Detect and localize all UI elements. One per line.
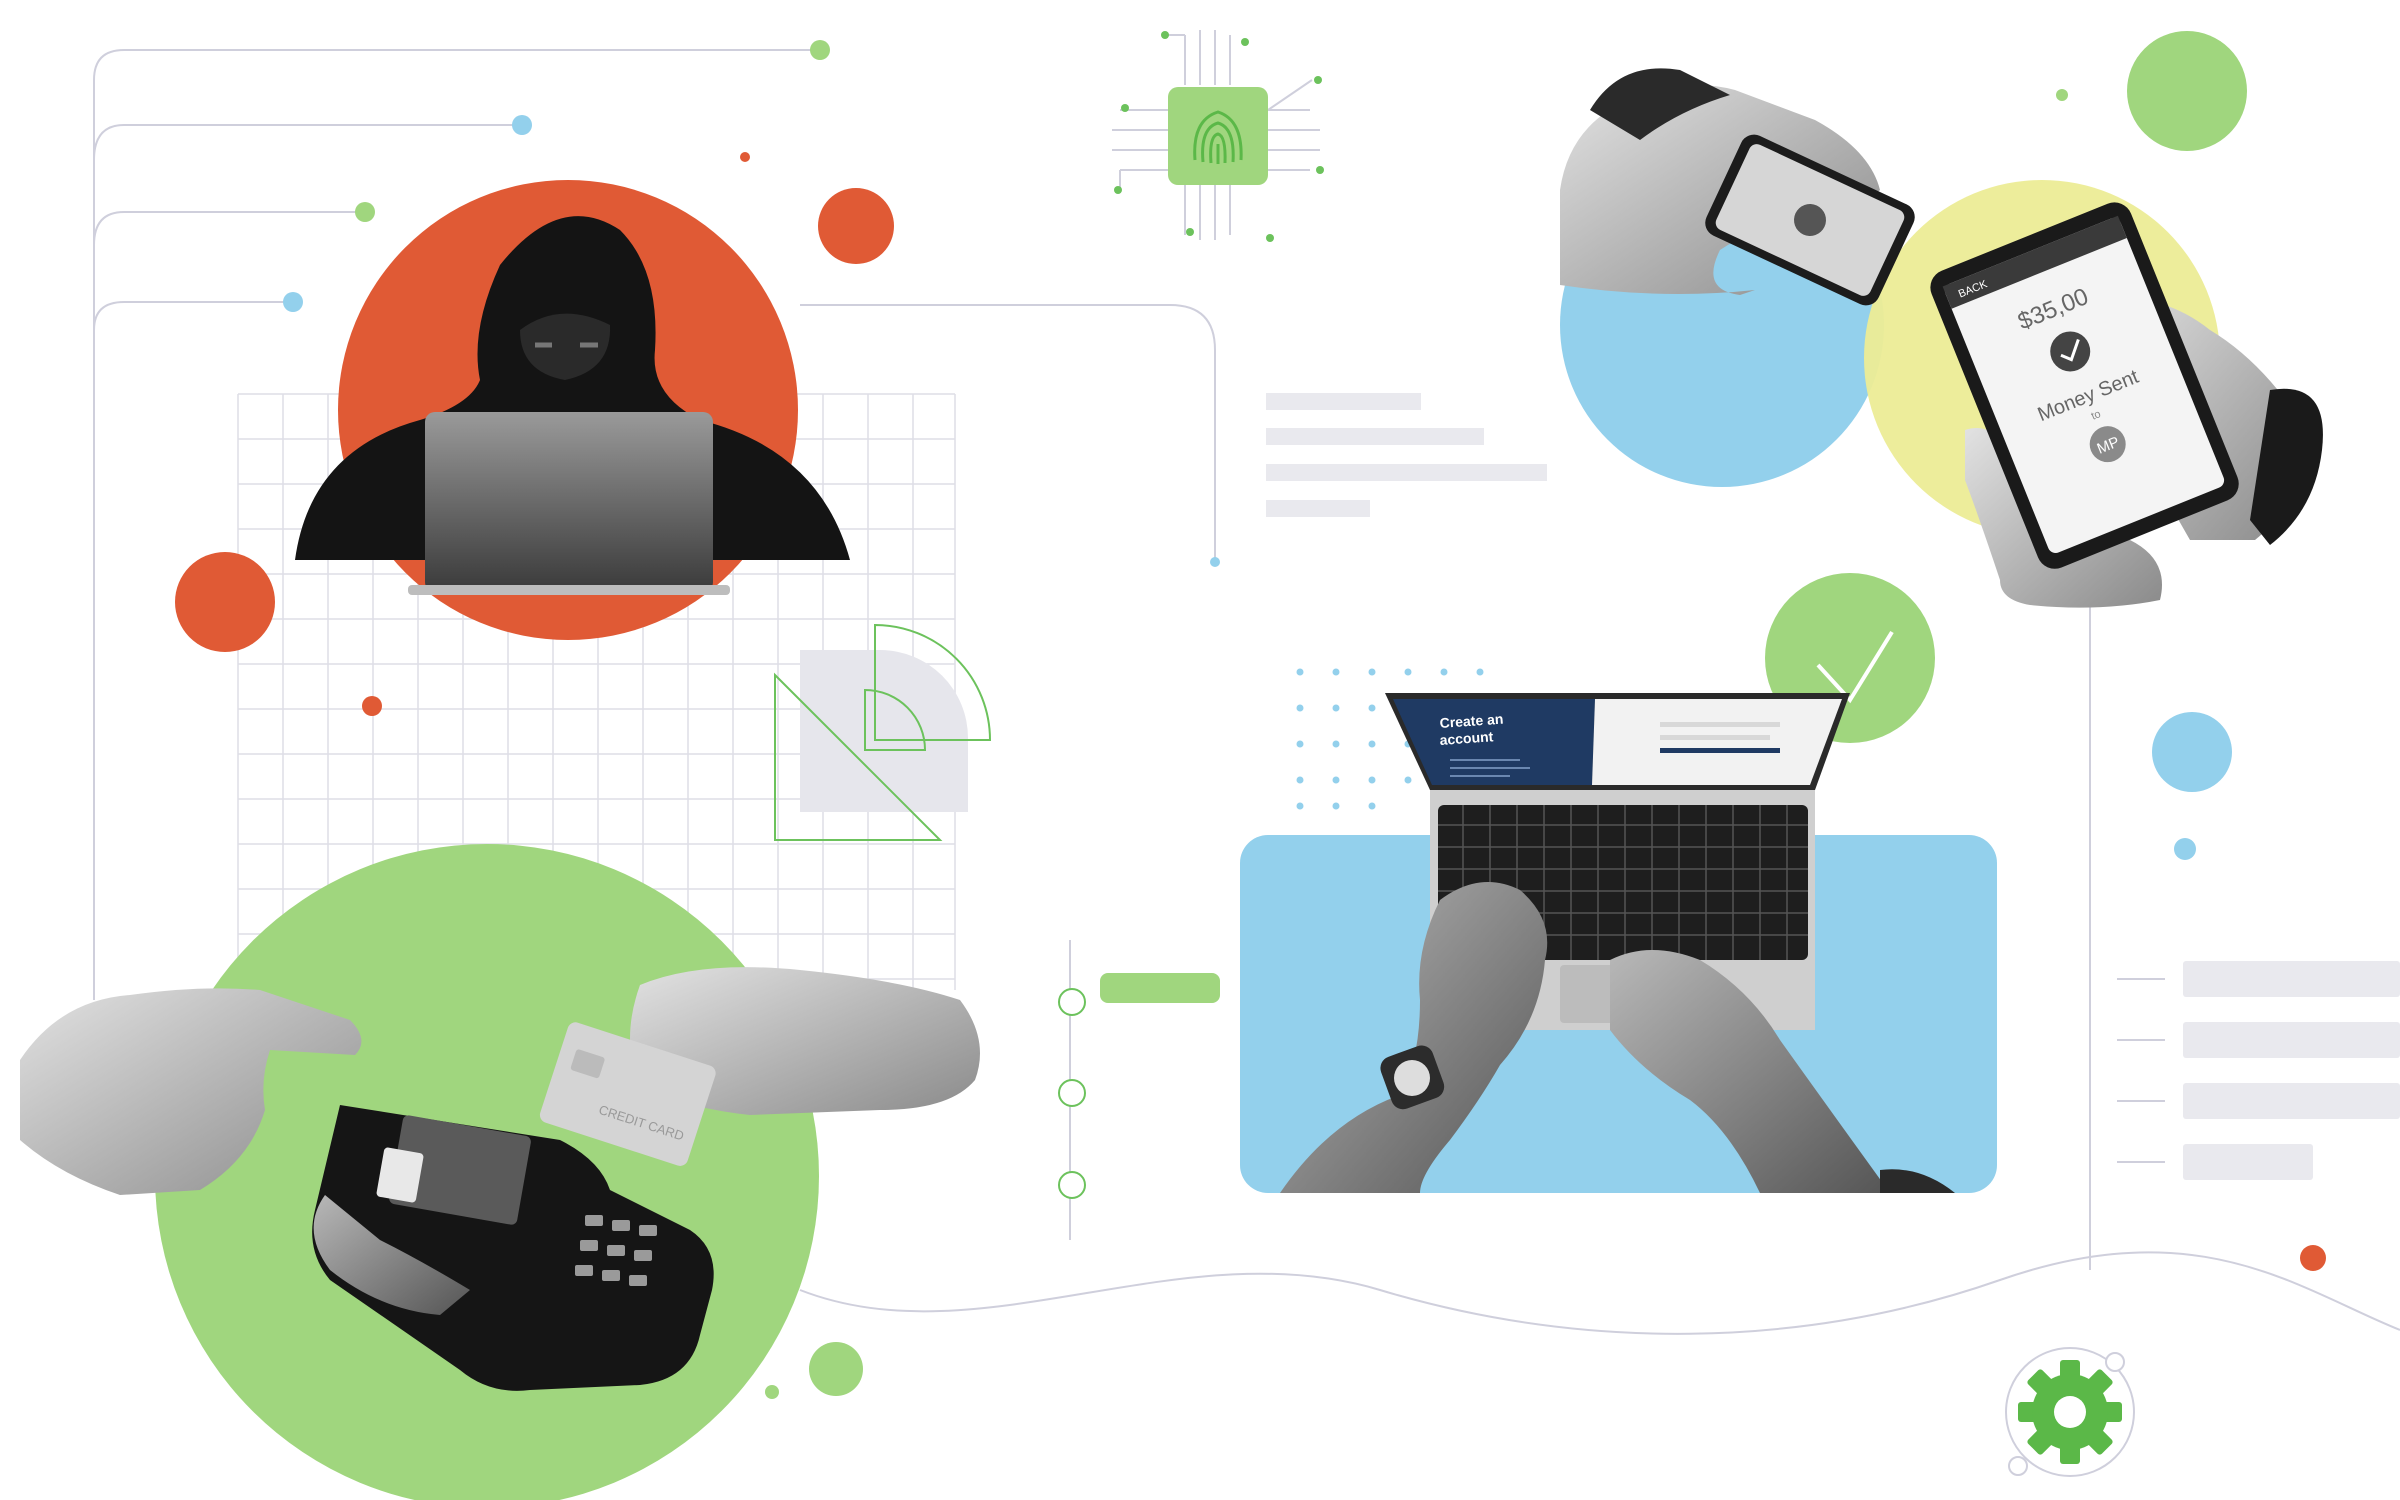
orange-dot-right — [2300, 1245, 2326, 1271]
phone-right: BACK $35,00 Money Sent to MP — [1930, 202, 2239, 569]
phone-avatar — [2089, 426, 2126, 463]
phone-to-label: to — [2090, 408, 2103, 423]
blue-dot-right — [2174, 838, 2196, 860]
green-pill — [1100, 973, 1220, 1003]
typing-hands — [1280, 882, 1955, 1193]
pointing-hand — [20, 988, 362, 1195]
orange-circle-medium — [818, 188, 894, 264]
green-circle-small — [809, 1342, 863, 1396]
orange-circle-left — [175, 552, 275, 652]
laptop-heading-line2: account — [1439, 728, 1494, 748]
blue-circle-right — [2152, 712, 2232, 792]
connector-dots — [283, 40, 2068, 567]
orange-dot — [362, 696, 382, 716]
green-dot-small — [765, 1385, 779, 1399]
check-icon — [1816, 630, 1894, 704]
protractor-icon — [800, 623, 992, 812]
payment-terminal — [312, 1105, 714, 1391]
phone-left — [1705, 134, 1915, 306]
hacker-figure — [295, 216, 850, 595]
text-placeholder-center — [1266, 393, 1547, 517]
card-hand — [630, 967, 980, 1115]
green-circle-top-right — [2127, 31, 2247, 151]
fingerprint-chip-icon — [1112, 30, 1324, 242]
check-icon — [2060, 339, 2080, 362]
set-square-icon — [774, 672, 943, 841]
credit-card: CREDIT CARD — [539, 1022, 716, 1166]
gear-icon — [2005, 1347, 2135, 1477]
list-placeholder-right — [2117, 961, 2400, 1180]
orange-dot-small — [740, 152, 750, 162]
timeline-nodes — [1058, 988, 1086, 1199]
laptop-heading-line1: Create an — [1439, 711, 1504, 731]
phone-check-circle — [2050, 331, 2091, 372]
